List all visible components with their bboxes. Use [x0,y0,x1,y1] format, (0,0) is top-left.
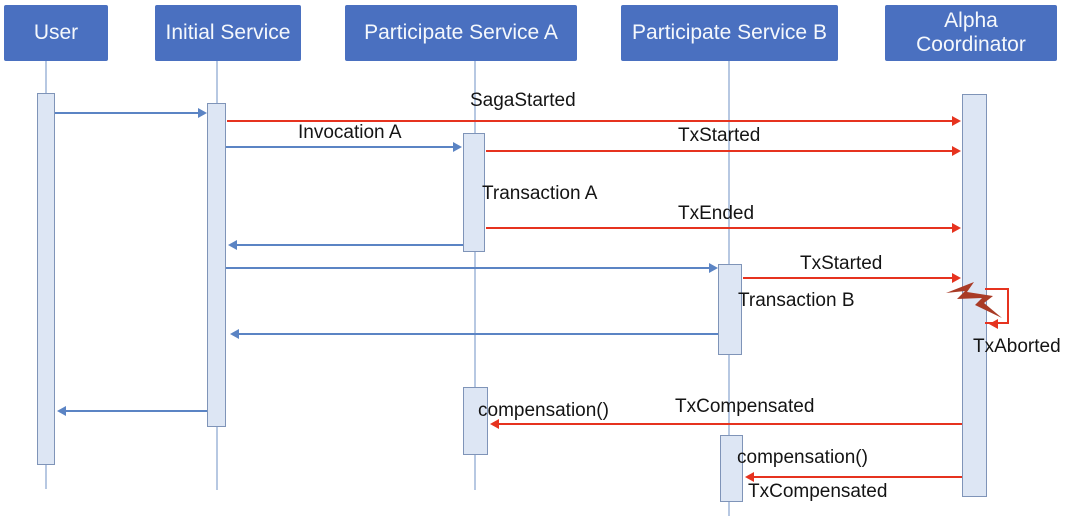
actor-label-initial-service: Initial Service [165,20,291,44]
arrowhead-tx-aborted [989,319,998,329]
message-line-return-user [66,410,207,412]
label-transaction-b: Transaction B [738,290,855,311]
actor-header-user: User [4,5,108,61]
activation-compensation-a [463,387,488,455]
activation-compensation-b [720,435,743,502]
label-saga-started: SagaStarted [470,90,576,111]
actor-label-participate-service-b: Participate Service B [632,20,827,44]
arrowhead-user-to-initial [198,108,207,118]
label-transaction-a: Transaction A [482,183,598,204]
message-line-return-b [239,333,718,335]
label-tx-started-b: TxStarted [800,253,883,274]
actor-header-participate-service-b: Participate Service B [621,5,838,61]
label-invocation-a: Invocation A [298,122,402,143]
actor-label-alpha-coordinator: Alpha Coordinator [916,8,1026,56]
actor-label-user: User [33,20,79,44]
label-tx-compensated-b: TxCompensated [748,481,888,502]
arrowhead-invocation-b [709,263,718,273]
actor-header-initial-service: Initial Service [155,5,301,61]
activation-user [37,93,55,465]
message-line-user-to-initial [55,112,198,114]
activation-transaction-a [463,133,485,252]
arrowhead-tx-compensated-a [490,419,499,429]
message-line-tx-started-a [486,150,952,152]
activation-transaction-b [718,264,742,355]
message-line-return-a [237,244,463,246]
arrowhead-saga-started [952,116,961,126]
label-tx-aborted: TxAborted [973,336,1061,357]
arrowhead-tx-ended [952,223,961,233]
lifeline-participate-service-a [474,61,476,490]
arrowhead-return-user [57,406,66,416]
label-tx-started-a: TxStarted [678,125,761,146]
message-line-invocation-b [226,267,709,269]
arrowhead-tx-started-b [952,273,961,283]
actor-label-participate-service-a: Participate Service A [364,20,558,44]
arrowhead-return-a [228,240,237,250]
label-tx-ended: TxEnded [678,203,755,224]
message-line-invocation-a [226,146,453,148]
arrowhead-tx-started-a [952,146,961,156]
label-compensation-b: compensation() [737,447,868,468]
activation-initial-service [207,103,226,427]
message-line-saga-started [227,120,952,122]
failure-bolt-icon [946,282,1002,318]
label-tx-compensated-a: TxCompensated [675,396,815,417]
arrowhead-tx-compensated-b [745,472,754,482]
message-line-tx-compensated-b [754,476,962,478]
arrowhead-invocation-a [453,142,462,152]
message-line-tx-started-b [743,277,952,279]
message-line-tx-compensated-a [499,423,962,425]
actor-header-participate-service-a: Participate Service A [345,5,577,61]
message-line-tx-ended [486,227,952,229]
arrowhead-return-b [230,329,239,339]
actor-header-alpha-coordinator: Alpha Coordinator [885,5,1057,61]
label-compensation-a: compensation() [478,400,609,421]
